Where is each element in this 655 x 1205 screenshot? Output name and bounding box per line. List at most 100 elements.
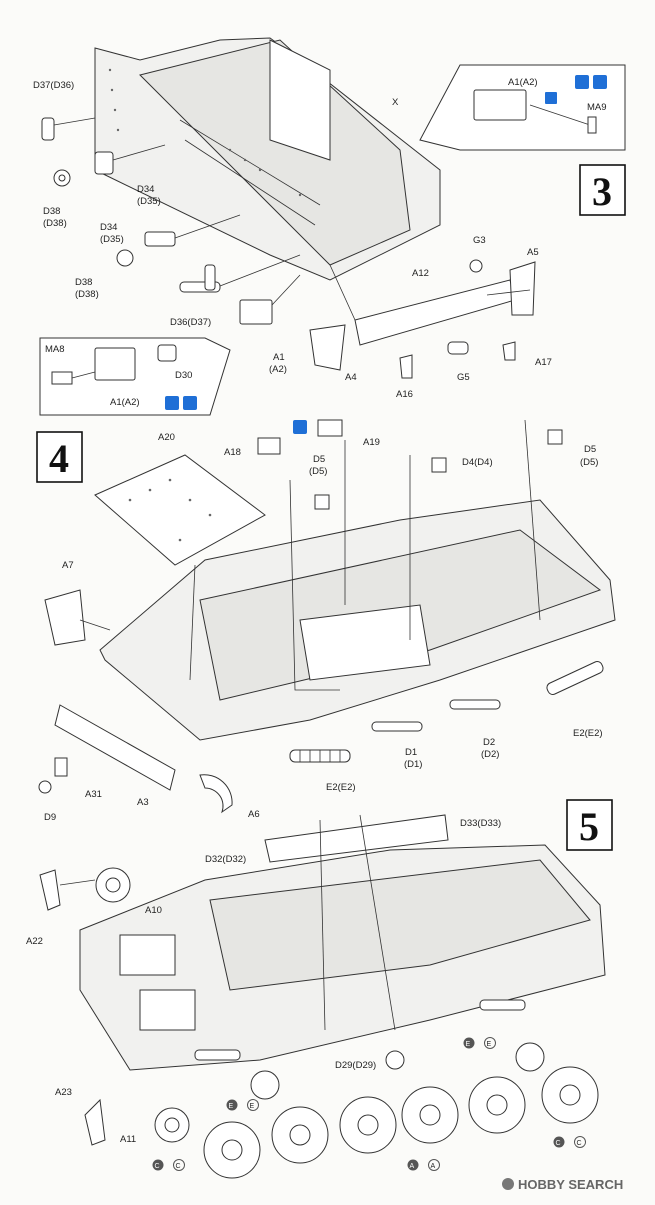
spring-e2-left (289, 749, 351, 763)
part-a7 (44, 589, 86, 646)
label-d9: D9 (44, 812, 56, 823)
mark-c1: C (155, 1163, 160, 1170)
label-a5: A5 (527, 247, 539, 258)
road-wheels (203, 1042, 599, 1179)
part-d34-d38 (116, 214, 241, 267)
part-a31 (54, 757, 68, 777)
leader-d33-a (359, 814, 396, 1031)
part-a19 (317, 419, 343, 437)
hull-step5-interior (209, 859, 591, 991)
label-e2-left: E2(E2) (326, 782, 356, 793)
label-a7: A7 (62, 560, 74, 571)
watermark-logo-icon (502, 1178, 514, 1190)
hull-bulkhead (269, 39, 331, 161)
label-a1-2: (A2) (269, 364, 287, 375)
label-d29: D29(D29) (335, 1060, 376, 1071)
label-d5-right: D5 (584, 444, 596, 455)
part-a16 (399, 354, 413, 379)
part-d5-right (547, 429, 563, 445)
part-d5-left (314, 494, 330, 510)
part-a20-plate (94, 454, 266, 566)
hull-step5-plate-b (139, 989, 196, 1031)
label-a19: A19 (363, 437, 380, 448)
part-a12-strip (354, 279, 516, 346)
mark-a1: A (410, 1163, 415, 1170)
label-ma8: MA8 (45, 344, 65, 355)
leader-d5-left (289, 479, 340, 691)
label-d30: D30 (175, 370, 192, 381)
part-g3 (469, 259, 483, 273)
label-x: X (392, 97, 399, 108)
part-a18 (257, 437, 281, 455)
part-a23 (84, 1098, 106, 1146)
part-a17 (502, 341, 516, 361)
cement-icon-inset (183, 396, 197, 410)
part-d36 (179, 254, 301, 293)
label-a17: A17 (535, 357, 552, 368)
glue-icon-inset (165, 396, 179, 410)
part-d29 (385, 1050, 405, 1070)
label-a16: A16 (396, 389, 413, 400)
mark-c3: C (556, 1140, 561, 1147)
hull-lower-box (299, 604, 431, 681)
label-d38a-2: (D38) (43, 218, 67, 229)
hull-step5-plate-a (119, 934, 176, 976)
a20-rivets (128, 478, 212, 542)
step-5-box (566, 799, 613, 851)
part-a3 (54, 704, 176, 791)
hull-rail-2 (184, 139, 316, 226)
label-d1: D1 (405, 747, 417, 758)
label-e2-right: E2(E2) (573, 728, 603, 739)
label-g3: G3 (473, 235, 486, 246)
label-ma9: MA9 (587, 102, 607, 113)
leader-d32-a (319, 819, 326, 1031)
step-4-box (36, 431, 83, 483)
part-a4 (309, 324, 346, 371)
part-letter-marks (152, 1037, 586, 1171)
label-d34b: D34 (100, 222, 117, 233)
part-d1 (371, 721, 423, 732)
part-a6 (199, 774, 233, 814)
leader-d5-right (524, 419, 541, 621)
rotate-icon (575, 75, 589, 89)
step-4: 4 (36, 419, 616, 823)
label-a20: A20 (158, 432, 175, 443)
mark-e3: E (466, 1041, 471, 1048)
step-5: 5 (26, 799, 613, 1179)
label-d34b-2: (D35) (100, 234, 124, 245)
part-d30 (157, 344, 177, 362)
label-d34a-2: (D35) (137, 196, 161, 207)
part-ma8 (51, 371, 73, 385)
hull-upper-interior (139, 39, 411, 266)
label-d38b: D38 (75, 277, 92, 288)
mark-e4: E (487, 1041, 492, 1048)
label-a6: A6 (248, 809, 260, 820)
label-a12: A12 (412, 268, 429, 279)
part-d4 (431, 457, 447, 473)
label-d38a: D38 (43, 206, 60, 217)
hull-rail (179, 119, 321, 206)
spring-step5-right (479, 999, 526, 1011)
part-a10-hub (105, 877, 121, 893)
leader-a5 (486, 289, 531, 296)
label-a1: A1 (273, 352, 285, 363)
part-a1-inset (94, 347, 136, 381)
cement-icon (593, 75, 607, 89)
step-3-box (579, 164, 626, 216)
mark-a2: A (431, 1163, 436, 1170)
label-a4: A4 (345, 372, 357, 383)
label-d5-left: D5 (313, 454, 325, 465)
label-d32: D32(D32) (205, 854, 246, 865)
part-d32-d33-fender (264, 814, 449, 863)
label-a10: A10 (145, 905, 162, 916)
label-d36: D36(D37) (170, 317, 211, 328)
part-d37 (41, 117, 96, 141)
label-d33: D33(D33) (460, 818, 501, 829)
label-d5-right-2: (D5) (580, 457, 598, 468)
mark-e1: E (229, 1103, 234, 1110)
watermark-text: HOBBY SEARCH (518, 1177, 623, 1192)
return-roller-right (515, 1042, 545, 1072)
label-a22: A22 (26, 936, 43, 947)
